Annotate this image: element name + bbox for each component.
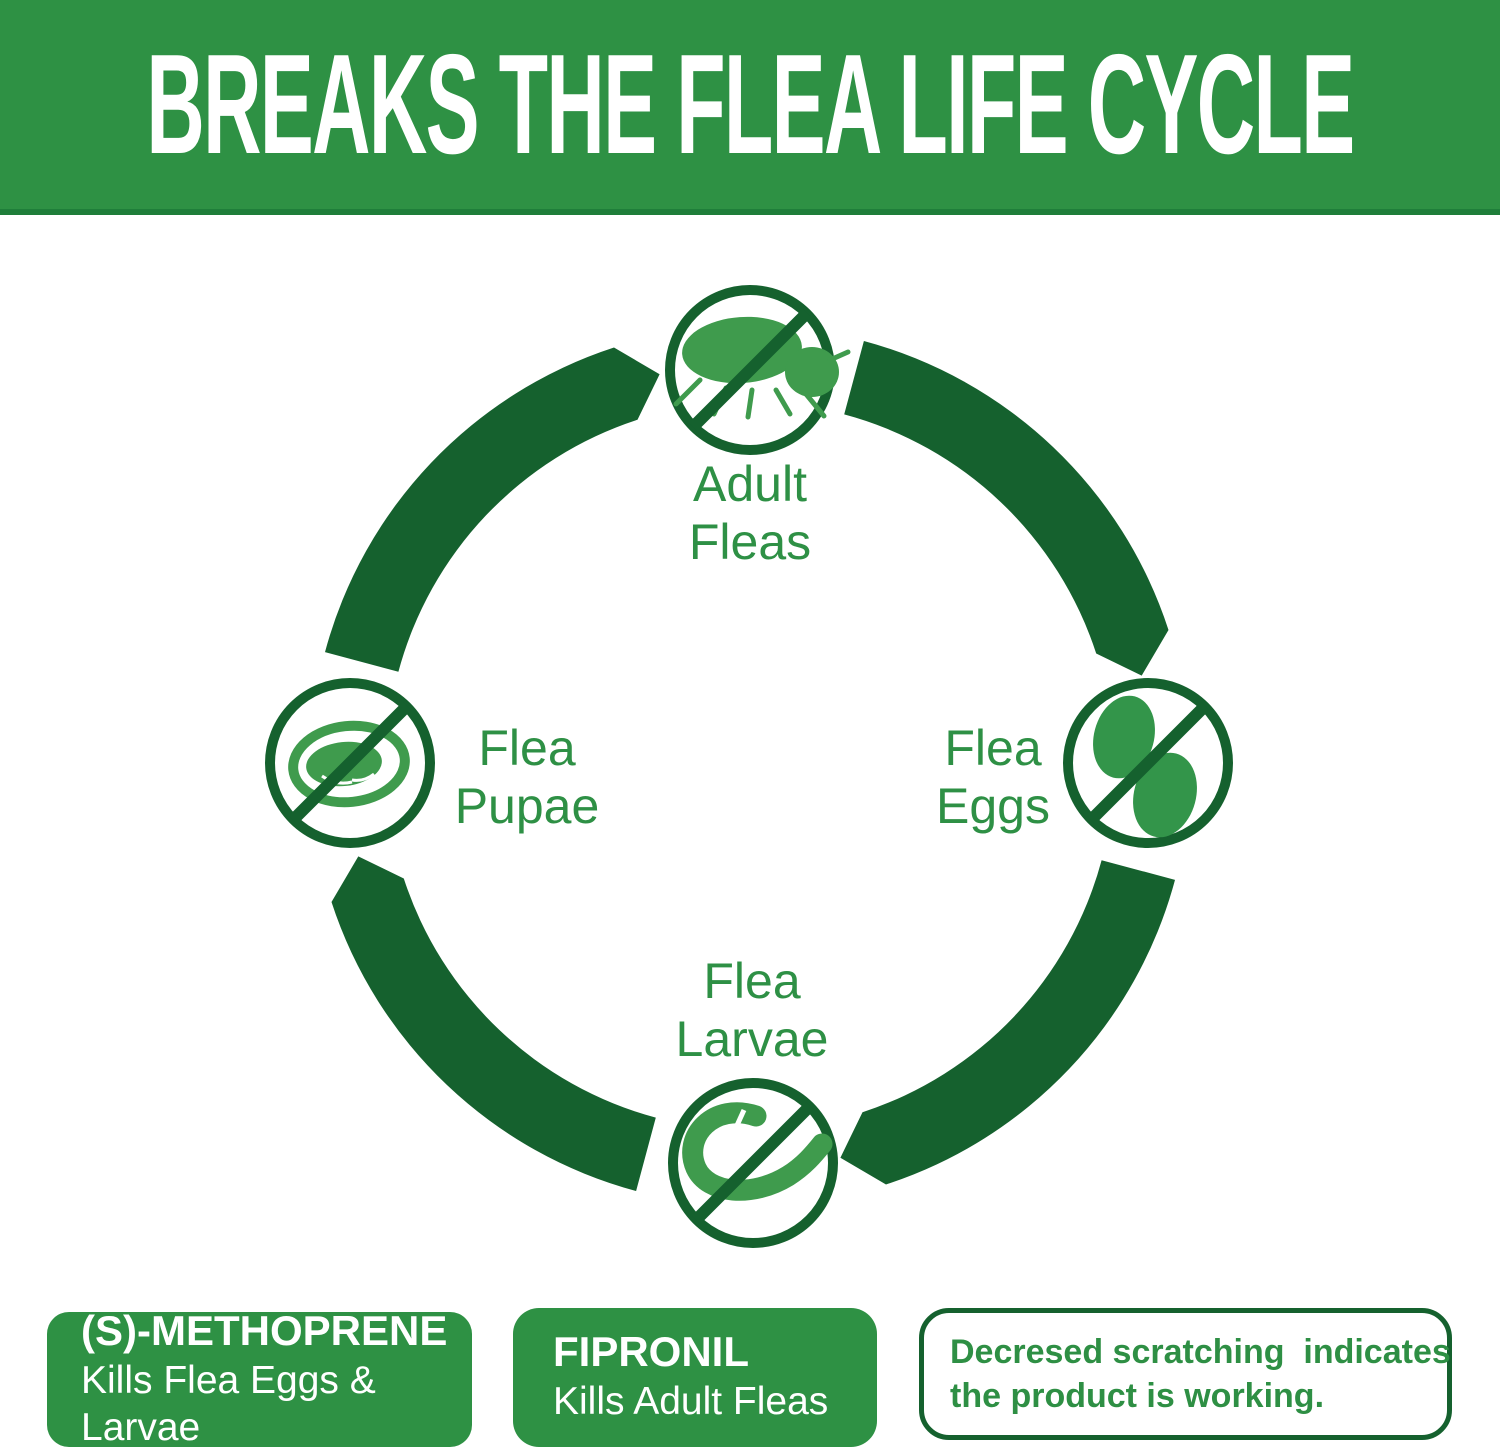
no-adult-fleas-icon — [665, 285, 851, 455]
ingredient-description: Kills Adult Fleas — [553, 1380, 829, 1424]
note-line-2: the product is working. — [950, 1377, 1325, 1415]
cycle-arrow-larvae-to-pupae — [331, 856, 656, 1191]
ingredient-name: (S)-METHOPRENE — [81, 1306, 448, 1354]
ingredient-name: FIPRONIL — [553, 1328, 749, 1375]
no-flea-eggs-icon — [1063, 678, 1233, 848]
no-flea-pupae-icon — [265, 678, 435, 848]
note-line-1: Decresed scratching indicates — [950, 1332, 1451, 1371]
cycle-arrow-adult-to-eggs — [844, 341, 1169, 676]
ingredient-card-methoprene: (S)-METHOPRENE Kills Flea Eggs & Larvae — [47, 1307, 472, 1449]
stage-label-adult-fleas: Adult Fleas — [688, 456, 812, 570]
ingredient-description: Kills Flea Eggs & Larvae — [81, 1358, 376, 1449]
note-card: Decresed scratching indicates the produc… — [919, 1308, 1452, 1440]
cycle-arcs — [325, 341, 1175, 1191]
stage-label-flea-larvae: Flea Larvae — [675, 953, 829, 1067]
header-banner: BREAKS THE FLEA LIFE CYCLE — [0, 0, 1500, 215]
cycle-arrow-eggs-to-larvae — [840, 860, 1175, 1185]
no-flea-larvae-icon — [668, 1078, 838, 1248]
stage-label-flea-eggs: Flea Eggs — [936, 720, 1050, 834]
page-title: BREAKS THE FLEA LIFE CYCLE — [146, 24, 1355, 184]
cycle-arrow-pupae-to-adult — [325, 347, 660, 672]
ingredient-card-fipronil: FIPRONIL Kills Adult Fleas — [513, 1308, 877, 1447]
stage-label-flea-pupae: Flea Pupae — [454, 720, 600, 834]
